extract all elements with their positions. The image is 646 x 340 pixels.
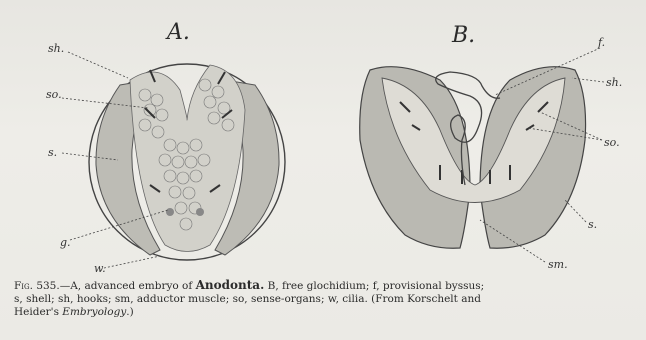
figure-caption: Fig. 535.—A, advanced embryo of Anodonta… xyxy=(14,279,642,319)
label-a-g: g. xyxy=(60,236,71,249)
caption-line2: s, shell; sh, hooks; sm, adductor muscle… xyxy=(14,293,481,305)
panel-b-label: B. xyxy=(451,23,475,48)
label-b-sh: sh. xyxy=(606,76,622,89)
caption-genus: Anodonta. xyxy=(196,278,265,292)
label-a-s: s. xyxy=(48,146,57,159)
caption-lead: —A, advanced embryo of xyxy=(60,280,196,292)
caption-line3-post: .) xyxy=(126,306,133,318)
caption-fig-number: Fig. 535. xyxy=(14,280,60,292)
anodonta-figure: A. sh. so. s. g. w. B. f. sh. so. s. sm. xyxy=(0,0,646,280)
label-a-w: w. xyxy=(94,262,106,275)
label-b-f: f. xyxy=(597,36,605,49)
caption-line3-pre: Heider's xyxy=(14,306,62,318)
label-a-so: so. xyxy=(46,88,62,101)
caption-book-title: Embryology xyxy=(62,306,126,318)
label-a-sh: sh. xyxy=(48,42,64,55)
embryo-diagram-a xyxy=(89,64,285,260)
label-b-sm: sm. xyxy=(548,258,568,271)
caption-line1-rest: B, free glochidium; f, provisional byssu… xyxy=(264,280,484,292)
label-b-s: s. xyxy=(588,218,597,231)
glochidium-diagram-b xyxy=(360,67,586,249)
panel-a-label: A. xyxy=(165,20,190,45)
label-b-so: so. xyxy=(604,136,620,149)
